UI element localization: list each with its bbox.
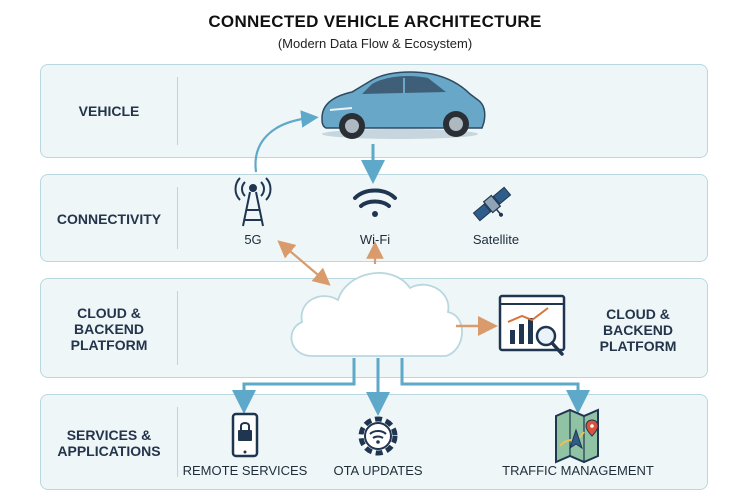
cloud-icon <box>290 272 463 357</box>
phone-lock-icon <box>231 412 259 458</box>
cloud-layer-label: CLOUD & BACKEND PLATFORM <box>41 305 177 353</box>
cloud-layer-label-line3: PLATFORM <box>70 337 148 353</box>
label-ota-updates: OTA UPDATES <box>333 463 423 478</box>
services-layer-label: SERVICES & APPLICATIONS <box>41 427 177 459</box>
arrow-connectivity-to-vehicle <box>254 110 319 173</box>
band-divider <box>177 187 178 249</box>
cloud-layer-label-line1: CLOUD & <box>77 305 141 321</box>
band-divider <box>177 77 178 145</box>
band-divider <box>177 291 178 365</box>
page-subtitle: (Modern Data Flow & Ecosystem) <box>277 36 473 51</box>
map-pin-icon <box>555 408 599 464</box>
arrow-cloud-to-traffic-management <box>400 358 590 414</box>
arrow-cloud-to-remote-services <box>232 358 356 414</box>
gear-wifi-icon <box>358 416 398 456</box>
car-icon <box>321 71 486 139</box>
label-wifi: Wi-Fi <box>359 232 391 247</box>
label-satellite: Satellite <box>472 232 520 247</box>
services-layer-label-line1: SERVICES & <box>66 427 152 443</box>
cloud-right-label: CLOUD & BACKEND PLATFORM <box>588 306 688 354</box>
band-divider <box>177 407 178 477</box>
label-5g: 5G <box>244 232 262 247</box>
cloud-layer-label-line2: BACKEND <box>74 321 144 337</box>
satellite-icon <box>472 186 512 222</box>
cloud-right-label-line3: PLATFORM <box>599 338 677 354</box>
wifi-icon <box>353 188 397 217</box>
vehicle-layer-label: VEHICLE <box>78 103 140 119</box>
connectivity-layer-label: CONNECTIVITY <box>56 211 162 227</box>
arrow-5g-cloud <box>277 240 331 286</box>
services-layer-label-line2: APPLICATIONS <box>57 443 161 459</box>
page-title: CONNECTED VEHICLE ARCHITECTURE <box>208 12 542 31</box>
label-traffic-management: TRAFFIC MANAGEMENT <box>502 463 654 478</box>
cell-tower-icon <box>234 177 272 227</box>
cloud-right-label-line1: CLOUD & <box>606 306 670 322</box>
cloud-right-label-line2: BACKEND <box>603 322 673 338</box>
analytics-chart-icon <box>498 294 566 356</box>
label-remote-services: REMOTE SERVICES <box>182 463 308 478</box>
